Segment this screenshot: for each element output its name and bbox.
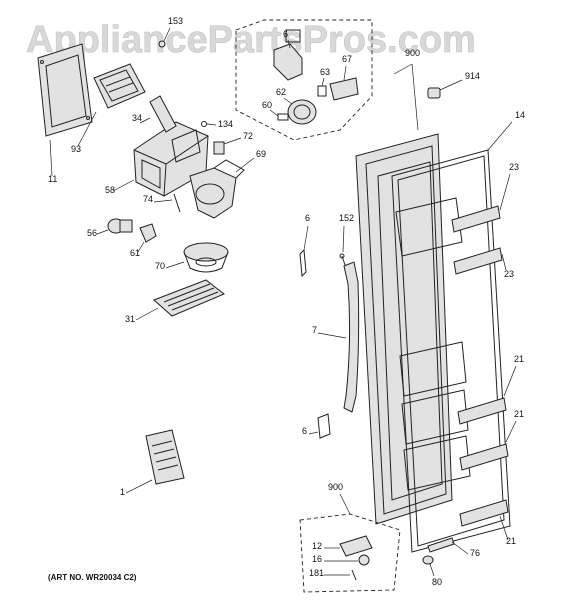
part-label-67: 67 xyxy=(342,54,352,64)
part-134-screw xyxy=(201,121,217,127)
part-label-14: 14 xyxy=(515,110,525,120)
part-label-914: 914 xyxy=(465,71,480,81)
part-21-door-bin-1 xyxy=(457,365,517,425)
part-label-21: 21 xyxy=(514,354,524,364)
part-23-door-bin-lower xyxy=(453,247,507,275)
part-label-6: 6 xyxy=(305,213,310,223)
part-label-31: 31 xyxy=(125,314,135,324)
part-label-134: 134 xyxy=(218,119,233,129)
part-58-dispenser-housing xyxy=(112,95,209,197)
part-group-lower-hinge-box xyxy=(299,493,401,593)
part-label-60: 60 xyxy=(262,100,272,110)
part-6-handle-cap-upper xyxy=(299,225,309,278)
part-31-grille xyxy=(135,279,225,321)
part-label-70: 70 xyxy=(155,261,165,271)
part-93-control-board xyxy=(77,63,146,147)
part-label-21: 21 xyxy=(514,409,524,419)
part-label-80: 80 xyxy=(432,577,442,587)
part-label-63: 63 xyxy=(320,67,330,77)
part-6-handle-cap-lower xyxy=(308,413,331,439)
part-152-screw xyxy=(339,225,347,269)
watermark-text: AppliancePartsPros.com xyxy=(26,19,476,61)
part-70-cup xyxy=(165,242,229,273)
part-label-181: 181 xyxy=(309,568,324,578)
part-label-23: 23 xyxy=(504,269,514,279)
part-group-upper-dashed-box xyxy=(235,19,373,141)
part-label-7: 7 xyxy=(312,325,317,335)
part-number-labels: 1539009146676362601343472699314587423116… xyxy=(48,16,525,587)
part-label-900: 900 xyxy=(328,482,343,492)
part-153-clip xyxy=(158,27,171,48)
part-label-69: 69 xyxy=(256,149,266,159)
art-number: (ART NO. WR20034 C2) xyxy=(48,573,137,582)
part-914-cap xyxy=(427,79,463,99)
part-74-pin xyxy=(153,193,181,213)
part-76-hinge-pin xyxy=(427,537,469,555)
part-label-34: 34 xyxy=(132,113,142,123)
part-14-door-gasket xyxy=(391,121,513,553)
part-label-72: 72 xyxy=(243,131,253,141)
part-label-16: 16 xyxy=(312,554,322,564)
part-label-153: 153 xyxy=(168,16,183,26)
part-label-11: 11 xyxy=(48,174,57,184)
part-label-12: 12 xyxy=(312,541,322,551)
part-69-motor-shroud xyxy=(189,157,255,219)
part-label-56: 56 xyxy=(87,228,97,238)
part-21-door-bin-2 xyxy=(459,420,517,471)
part-label-76: 76 xyxy=(470,548,480,558)
part-label-93: 93 xyxy=(71,144,81,154)
part-label-74: 74 xyxy=(143,194,153,204)
part-label-58: 58 xyxy=(105,185,115,195)
part-56-solenoid xyxy=(96,218,133,235)
part-80-bushing xyxy=(422,555,435,577)
part-11-panel xyxy=(37,43,93,177)
part-label-900: 900 xyxy=(405,48,420,58)
part-label-21: 21 xyxy=(506,536,516,546)
part-label-6: 6 xyxy=(302,426,307,436)
part-23-door-bin-upper xyxy=(451,173,511,233)
part-7-door-handle xyxy=(317,261,360,413)
part-label-61: 61 xyxy=(130,248,140,258)
part-label-62: 62 xyxy=(276,87,286,97)
part-72-switch xyxy=(213,137,242,155)
part-21-door-bin-3 xyxy=(459,499,509,541)
part-label-152: 152 xyxy=(339,213,354,223)
part-label-6: 6 xyxy=(283,29,288,39)
part-label-1: 1 xyxy=(120,487,125,497)
part-label-23: 23 xyxy=(509,162,519,172)
part-1-owners-manual xyxy=(125,429,185,494)
part-61-valve xyxy=(137,223,157,253)
